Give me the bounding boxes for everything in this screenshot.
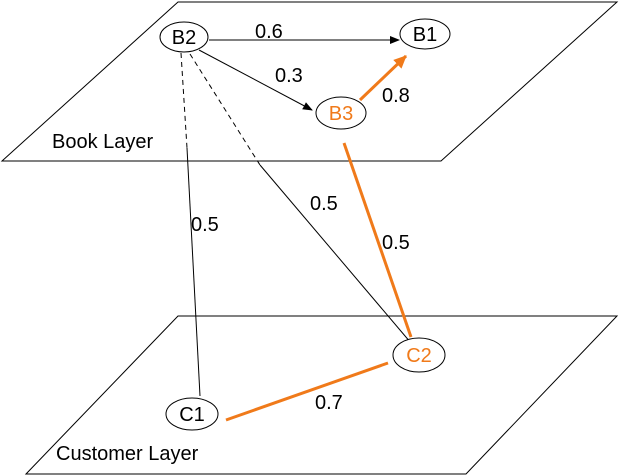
edge-b2-b3 [198,49,313,111]
node-c2-label: C2 [406,345,432,367]
node-b2-label: B2 [172,27,196,49]
edge-label-c1-c2: 0.7 [315,392,343,414]
edge-label-b2-c2: 0.5 [310,193,338,215]
customer-layer-plane [24,315,619,475]
edge-b3-c2 [342,142,413,338]
node-b1-label: B1 [413,24,437,46]
node-b1-ellipse [399,18,451,50]
book-layer-label: Book Layer [52,131,154,153]
edge-b2-c2 [259,164,412,344]
node-b2-ellipse [159,21,209,53]
node-c1-label: C1 [179,404,205,426]
edge-b2-c2-dashed [189,53,261,166]
edge-b2-c1-dashed [180,52,188,149]
book-layer-plane [0,1,619,162]
node-c1-ellipse [165,397,219,431]
node-c2-ellipse [392,337,446,373]
edge-b2-c1 [186,147,201,397]
edge-label-b3-c2: 0.5 [382,232,410,254]
edge-label-b2-b1: 0.6 [255,21,283,43]
edge-label-b2-b3: 0.3 [275,65,303,87]
node-b3-label: B3 [329,103,353,125]
edge-label-b3-b1: 0.8 [382,85,410,107]
node-b3-ellipse [315,96,367,130]
customer-layer-label: Customer Layer [56,443,199,465]
edge-label-b2-c1: 0.5 [191,214,219,236]
edge-c1-c2 [225,361,389,422]
edge-b3-b1 [358,54,408,102]
